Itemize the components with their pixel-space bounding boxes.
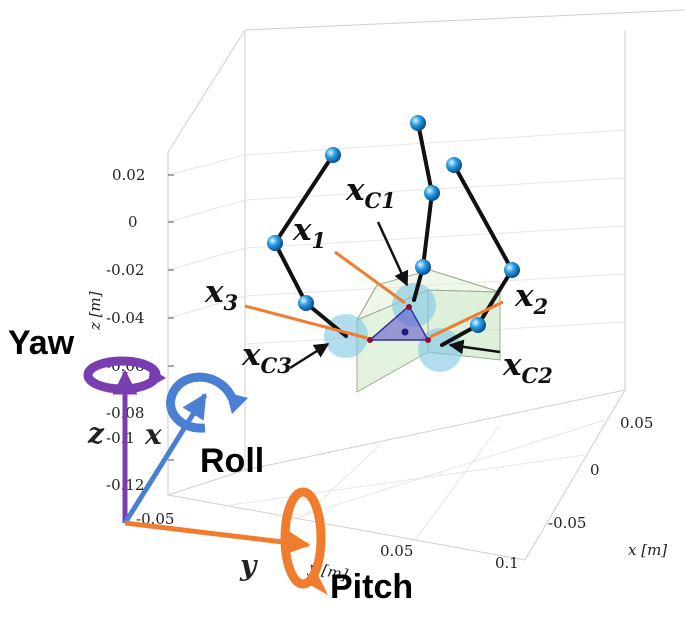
label-x2: x2: [514, 278, 548, 319]
x-axis-label: x [m]: [628, 541, 667, 559]
joint: [267, 235, 283, 251]
joint: [446, 157, 462, 173]
z-tick: -0.02: [106, 261, 144, 279]
joint: [415, 259, 431, 275]
joint: [410, 115, 426, 131]
point-labels: x1 x2 x3 xC1 xC2 xC3: [204, 172, 553, 388]
finger-3-link: [440, 163, 515, 347]
x3-arrow: [244, 304, 368, 340]
xc3-arrow: [289, 342, 330, 370]
label-x1: x1: [292, 212, 326, 253]
label-xc3: xC3: [241, 337, 292, 378]
x2-arrow: [429, 300, 504, 339]
x-tick: -0.05: [548, 514, 586, 532]
finger-joints: [267, 115, 520, 333]
joint: [504, 262, 520, 278]
pitch-label: Pitch: [330, 568, 413, 606]
annotation-arrows: [244, 221, 504, 370]
label-x3: x3: [204, 274, 238, 315]
roll-label: Roll: [200, 442, 264, 480]
frame-z-label: z: [87, 417, 105, 450]
y-axis-arrow: [124, 520, 311, 555]
frame-x-label: x: [144, 418, 162, 451]
yaw-label: Yaw: [8, 324, 75, 362]
centroid-point: [401, 328, 409, 336]
contact-point-3: [367, 337, 373, 343]
xc2-arrow: [448, 339, 501, 355]
label-xc2: xC2: [502, 347, 553, 388]
x-axis-arrow: [122, 392, 208, 525]
xc1-arrow: [376, 221, 409, 287]
z-tick: -0.04: [106, 309, 144, 327]
finger-links: [272, 121, 515, 347]
roll-rotation-icon: [166, 372, 248, 433]
joint: [470, 317, 486, 333]
y-tick: 0.05: [380, 542, 413, 560]
contact-triangle: [367, 304, 430, 341]
finger-1-link: [272, 153, 348, 338]
x1-arrow: [334, 250, 406, 305]
contact-point-2: [425, 337, 431, 343]
yaw-rotation-icon: [83, 356, 166, 394]
x-tick: 0: [590, 461, 600, 479]
pitch-rotation-icon: [280, 487, 328, 595]
x-tick: 0.05: [620, 414, 653, 432]
z-tick-labels: 0.02 0 -0.02 -0.04 -0.06 -0.08 -0.1 -0.1…: [106, 166, 145, 494]
frame-y-label: y: [239, 549, 258, 582]
finger-2-link: [412, 121, 435, 302]
z-tick: -0.1: [106, 429, 135, 447]
z-tick: 0.02: [112, 166, 145, 184]
contact-point-1: [406, 304, 412, 310]
joint: [298, 295, 314, 311]
coordinate-frame: z x y Yaw Roll Pitch: [8, 324, 413, 606]
y-tick: 0.1: [495, 554, 519, 572]
x-tick-labels: 0.05 0 -0.05: [548, 414, 653, 532]
z-tick: 0: [128, 213, 138, 231]
z-axis-label: z [m]: [86, 291, 104, 331]
joint: [424, 185, 440, 201]
label-xc1: xC1: [345, 172, 396, 213]
joint: [325, 147, 341, 163]
